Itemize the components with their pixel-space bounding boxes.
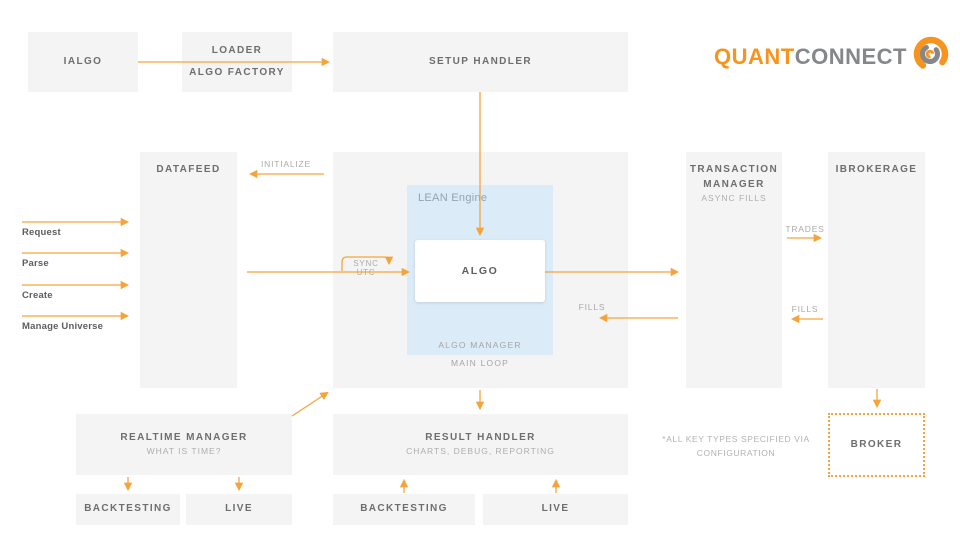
node-realtime-manager-title: REALTIME MANAGER	[120, 431, 248, 443]
edge-label-fills-center: FILLS	[578, 302, 606, 312]
node-datafeed-title: DATAFEED	[156, 164, 221, 175]
node-ialgo-title: IALGO	[63, 55, 103, 67]
edge-label-fills-right: FILLS	[791, 304, 819, 314]
input-label-create: Create	[22, 290, 53, 301]
node-backtesting-right: BACKTESTING	[333, 494, 475, 525]
edge-label-trades: TRADES	[785, 224, 825, 234]
configuration-note-line1: *ALL KEY TYPES SPECIFIED VIA	[662, 434, 810, 444]
node-setup-handler-title: SETUP HANDLER	[428, 55, 533, 67]
node-algo: ALGO	[415, 240, 545, 302]
quantconnect-swirl-icon	[913, 36, 949, 72]
node-transaction-manager-subtitle: ASYNC FILLS	[701, 193, 767, 203]
input-label-manage-universe: Manage Universe	[22, 321, 104, 332]
lean-engine-label: LEAN Engine	[418, 192, 488, 204]
node-ibrokerage: IBROKERAGE	[828, 152, 925, 388]
node-ibrokerage-title: IBROKERAGE	[835, 164, 918, 175]
node-loader-line2: ALGO FACTORY	[189, 66, 285, 78]
node-live-left: LIVE	[186, 494, 292, 525]
main-loop-caption: MAIN LOOP	[450, 358, 510, 368]
configuration-note: *ALL KEY TYPES SPECIFIED VIA CONFIGURATI…	[648, 432, 824, 461]
node-realtime-manager: REALTIME MANAGER WHAT IS TIME?	[76, 414, 292, 475]
logo-text-connect: CONNECT	[794, 44, 907, 69]
node-broker-title: BROKER	[850, 438, 903, 450]
node-algo-title: ALGO	[461, 265, 499, 277]
node-result-handler-subtitle: CHARTS, DEBUG, REPORTING	[406, 446, 555, 457]
edge-label-initialize: INITIALIZE	[260, 159, 312, 169]
node-live-right: LIVE	[483, 494, 628, 525]
node-live-left-title: LIVE	[225, 503, 253, 515]
node-result-handler-title: RESULT HANDLER	[425, 431, 536, 443]
node-loader-algo-factory: LOADER ALGO FACTORY	[182, 32, 292, 92]
node-ialgo: IALGO	[28, 32, 138, 92]
node-transaction-manager-title: TRANSACTION MANAGER	[689, 164, 779, 190]
node-setup-handler: SETUP HANDLER	[333, 32, 628, 92]
configuration-note-line2: CONFIGURATION	[696, 448, 776, 459]
logo-text-quant: QUANT	[714, 44, 795, 69]
node-result-handler: RESULT HANDLER CHARTS, DEBUG, REPORTING	[333, 414, 628, 475]
input-label-parse: Parse	[22, 258, 49, 269]
node-backtesting-left: BACKTESTING	[76, 494, 180, 525]
input-label-request: Request	[22, 227, 61, 238]
node-backtesting-left-title: BACKTESTING	[84, 503, 172, 515]
node-live-right-title: LIVE	[541, 503, 570, 515]
algo-manager-caption: ALGO MANAGER	[438, 340, 522, 350]
node-backtesting-right-title: BACKTESTING	[360, 503, 448, 515]
node-transaction-manager: TRANSACTION MANAGER ASYNC FILLS	[686, 152, 782, 388]
node-loader-line1: LOADER	[211, 45, 263, 56]
node-realtime-manager-subtitle: WHAT IS TIME?	[146, 446, 222, 457]
arrow-realtime-to-main-loop	[291, 391, 329, 417]
edge-label-sync-utc: SYNC UTC	[353, 259, 379, 277]
node-broker: BROKER	[828, 413, 925, 477]
node-datafeed: DATAFEED	[140, 152, 237, 388]
